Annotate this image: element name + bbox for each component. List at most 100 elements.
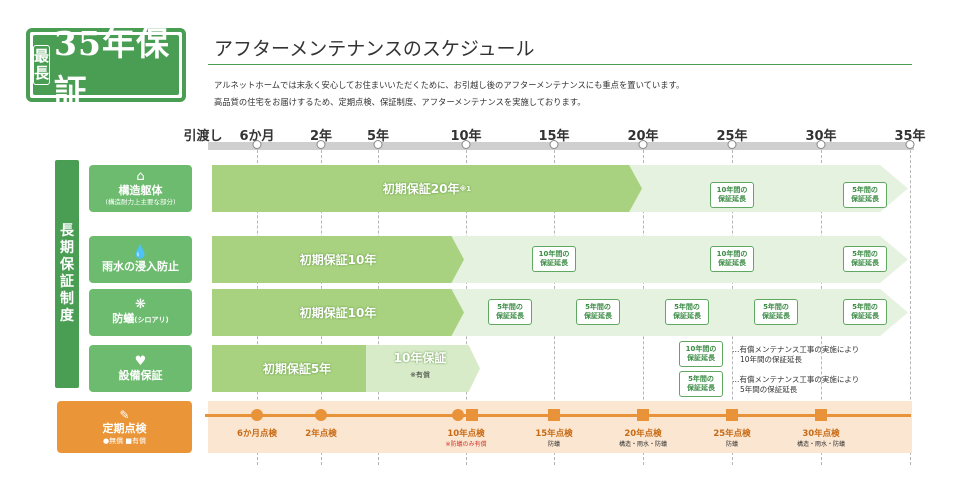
timeline-axis [208,142,914,150]
timeline-tick [461,140,471,149]
water-drop-icon: 💧 [132,244,149,260]
inspection-point-note: 防蟻 [547,441,561,448]
ext-line: 保証延長 [584,312,612,320]
category-termite: ❋ 防蟻(シロアリ) [89,289,192,336]
house-icon: ⌂ [136,169,145,184]
ext-line: 10年間の [538,250,570,258]
ext10-badge: 10年間の保証延長 [532,246,576,272]
ext-line: 10年間の [716,186,748,194]
ext-line: 5年間の [852,303,878,311]
timeline-label: 15年 [538,129,570,144]
rain-initial-warranty: 初期保証10年 [212,236,464,283]
equip-paid-note: ※有償 [410,371,430,379]
inspection-point-label: 15年点検 [535,429,573,439]
legend-line: …有償メンテナンス工事の実施により [732,375,860,384]
long-term-warranty-label: 長 期 保 証 制 度 [55,160,79,388]
inspection-label: ✎ 定期点検 ●無償 ■有償 [57,401,192,453]
ext5-badge: 5年間の保証延長 [576,299,620,325]
ext5-badge: 5年間の保証延長 [843,182,887,208]
paid-inspection-marker [466,409,478,421]
timeline-tick [316,140,326,149]
inspection-point-label: 6か月点検 [237,429,277,439]
ext-line: 5年間の [585,303,611,311]
long-term-char: 期 [60,240,74,256]
ext5-badge: 5年間の保証延長 [843,246,887,272]
legend-line: 10年間の保証延長 [740,355,803,364]
ext-line: 保証延長 [718,195,746,203]
ext-line: 保証延長 [673,312,701,320]
title-divider [208,64,912,65]
ext-line: 保証延長 [762,312,790,320]
category-name: 設備保証 [118,368,163,382]
paid-inspection-marker [726,409,738,421]
long-term-char: 長 [60,223,74,239]
ext-line: 保証延長 [851,195,879,203]
ext-line: 保証延長 [496,312,524,320]
warranty-badge-inner: 最長 35年保証 [33,24,179,111]
timeline-tick [816,140,826,149]
inspection-point-note: 構造・雨水・防蟻 [796,441,846,448]
ext-line: 5年間の [763,303,789,311]
timeline-tick [373,140,383,149]
long-term-char: 保 [60,257,74,273]
ext10-badge: 10年間の保証延長 [710,246,754,272]
ext-line: 保証延長 [687,384,715,392]
ext-line: 10年間の [716,250,748,258]
intro-line-1: アルネットホームでは末永く安心してお住まいいただくために、お引越し後のアフターメ… [214,80,685,90]
category-equipment: ♥ 設備保証 [89,345,192,392]
ext-line: 保証延長 [687,354,715,362]
paid-inspection-marker [815,409,827,421]
equip-initial-label: 初期保証5年 [262,362,332,376]
heart-icon: ♥ [134,353,147,369]
legend-ext5-badge: 5年間の保証延長 [679,371,723,397]
free-inspection-marker [251,409,263,421]
inspection-point-label: 30年点検 [802,429,840,439]
timeline-label: 2年 [309,129,333,144]
ext-line: 保証延長 [540,259,568,267]
rain-initial-label: 初期保証10年 [299,253,377,267]
timeline-tick [549,140,559,149]
timeline-label: 10年 [450,129,482,144]
inspection-legend: ●無償 ■有償 [103,437,146,445]
paid-inspection-marker [548,409,560,421]
timeline-tick [727,140,737,149]
paid-inspection-marker [637,409,649,421]
ext5-badge: 5年間の保証延長 [843,299,887,325]
ext-line: 5年間の [674,303,700,311]
page-title: アフターメンテナンスのスケジュール [214,38,535,60]
timeline-tick [638,140,648,149]
structure-note: ※1 [459,184,472,193]
ext-line: 保証延長 [851,312,879,320]
intro-line-2: 高品質の住宅をお届けするため、定期点検、保証制度、アフターメンテナンスを実施して… [214,97,586,107]
timeline-label: 30年 [805,129,837,144]
category-name-main: 防蟻 [112,312,135,325]
legend-ext10-badge: 10年間の保証延長 [679,341,723,367]
timeline-label: 6か月 [239,129,275,144]
inspection-point-label: 25年点検 [713,429,751,439]
ext-line: 5年間の [497,303,523,311]
badge-prefix: 最長 [33,45,51,85]
warranty-badge: 最長 35年保証 [26,24,186,111]
equipment-initial-warranty: 初期保証5年 [212,345,382,392]
equipment-paid-warranty [366,345,480,392]
category-sub: (構造耐力上主要な部分) [105,198,176,206]
free-inspection-marker [452,409,464,421]
ext-line: 保証延長 [851,259,879,267]
grid-line [910,150,911,465]
timeline-tick [252,140,262,149]
ext5-badge: 5年間の保証延長 [754,299,798,325]
ext10-badge: 10年間の保証延長 [710,182,754,208]
category-name: 雨水の浸入防止 [102,259,179,273]
category-name: 防蟻(シロアリ) [112,312,168,327]
timeline-label: 35年 [894,129,926,144]
category-structure: ⌂ 構造躯体 (構造耐力上主要な部分) [89,165,192,212]
termite-initial-warranty: 初期保証10年 [212,289,464,336]
category-name: 構造躯体 [118,184,163,197]
legend-line: 5年間の保証延長 [740,385,798,394]
legend-line: …有償メンテナンス工事の実施により [732,345,860,354]
edit-icon: ✎ [119,408,130,422]
inspection-point-label: 10年点検 [447,429,485,439]
badge-main-text: 35年保証 [54,24,170,111]
